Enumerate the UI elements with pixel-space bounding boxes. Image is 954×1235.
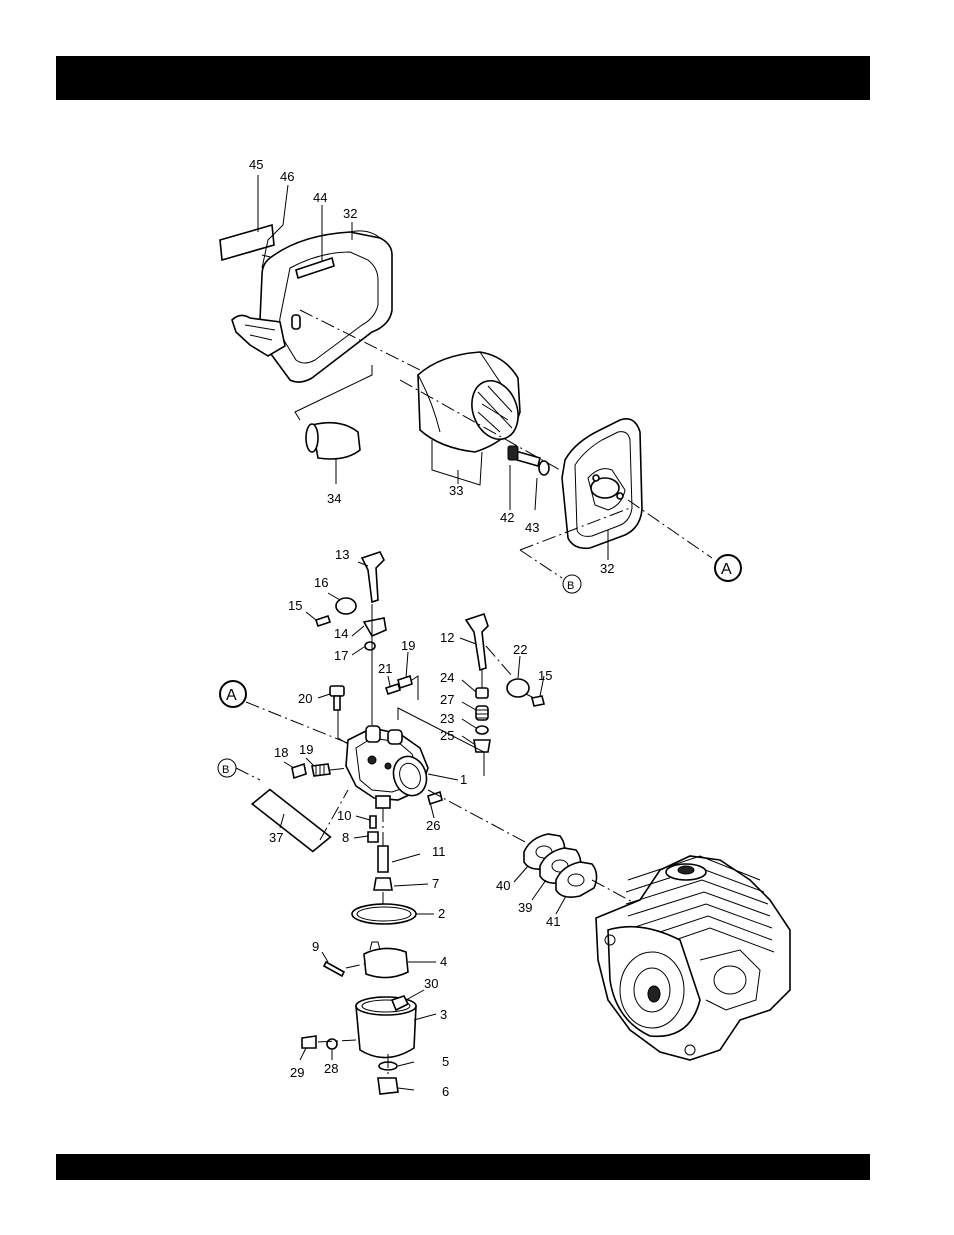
washer-23 bbox=[476, 726, 488, 734]
callout-46: 46 bbox=[280, 169, 294, 184]
callout-6: 6 bbox=[442, 1084, 449, 1099]
callout-24: 24 bbox=[440, 670, 454, 685]
callout-28: 28 bbox=[324, 1061, 338, 1076]
ref-label-a-top: A bbox=[721, 561, 732, 578]
callout-15-left: 15 bbox=[288, 598, 302, 613]
callout-13: 13 bbox=[335, 547, 349, 562]
callout-5: 5 bbox=[442, 1054, 449, 1069]
callout-20: 20 bbox=[298, 691, 312, 706]
choke-plate-16 bbox=[336, 598, 356, 614]
callout-45: 45 bbox=[249, 157, 263, 172]
callout-2: 2 bbox=[438, 906, 445, 921]
callout-11: 11 bbox=[432, 844, 446, 859]
callout-4: 4 bbox=[440, 954, 447, 969]
callout-41: 41 bbox=[546, 914, 560, 929]
part-25 bbox=[474, 740, 490, 752]
callout-42: 42 bbox=[500, 510, 514, 525]
drain-bolt-29 bbox=[302, 1036, 316, 1048]
callout-33: 33 bbox=[449, 483, 463, 498]
callout-23: 23 bbox=[440, 711, 454, 726]
callout-25: 25 bbox=[440, 728, 454, 743]
callout-21: 21 bbox=[378, 661, 392, 676]
screw-20 bbox=[330, 686, 344, 696]
callout-22: 22 bbox=[513, 642, 527, 657]
washer-43 bbox=[539, 461, 549, 475]
callout-44: 44 bbox=[313, 190, 327, 205]
choke-lever-13 bbox=[362, 552, 384, 602]
nozzle-11 bbox=[378, 846, 388, 872]
bolt-6 bbox=[378, 1078, 398, 1094]
callout-30: 30 bbox=[424, 976, 438, 991]
callout-8: 8 bbox=[342, 830, 349, 845]
air-cleaner-assembly bbox=[220, 175, 712, 578]
choke-shaft-seal-14 bbox=[364, 618, 386, 636]
callout-37: 37 bbox=[269, 830, 283, 845]
callout-40: 40 bbox=[496, 878, 510, 893]
callout-19-left: 19 bbox=[299, 742, 313, 757]
callout-32-cover: 32 bbox=[343, 206, 357, 221]
callout-3: 3 bbox=[440, 1007, 447, 1022]
ref-label-a-left: A bbox=[226, 687, 237, 704]
latch-clip bbox=[232, 315, 285, 356]
gasket-28 bbox=[327, 1039, 337, 1049]
callout-10: 10 bbox=[337, 808, 351, 823]
callout-18: 18 bbox=[274, 745, 288, 760]
callout-17: 17 bbox=[334, 648, 348, 663]
screw-18 bbox=[292, 764, 306, 778]
callout-29: 29 bbox=[290, 1065, 304, 1080]
float-4 bbox=[364, 948, 408, 977]
callout-43: 43 bbox=[525, 520, 539, 535]
callout-34: 34 bbox=[327, 491, 341, 506]
callout-15-right: 15 bbox=[538, 668, 552, 683]
screw-19-top bbox=[398, 676, 412, 688]
callout-14: 14 bbox=[334, 626, 348, 641]
callout-39: 39 bbox=[518, 900, 532, 915]
callout-32-base: 32 bbox=[600, 561, 614, 576]
callout-7: 7 bbox=[432, 876, 439, 891]
ref-label-b-left: B bbox=[222, 764, 229, 776]
part-24 bbox=[476, 688, 488, 698]
engine-block bbox=[596, 856, 790, 1060]
screw-19-left bbox=[312, 764, 330, 776]
callout-1: 1 bbox=[460, 772, 467, 787]
callout-26: 26 bbox=[426, 818, 440, 833]
callout-12: 12 bbox=[440, 630, 454, 645]
fuel-hose-37 bbox=[250, 775, 333, 866]
screw-21 bbox=[386, 684, 400, 694]
callout-16: 16 bbox=[314, 575, 328, 590]
callout-9: 9 bbox=[312, 939, 319, 954]
label-plate-45 bbox=[220, 225, 274, 260]
jet-10 bbox=[370, 816, 376, 828]
callout-27: 27 bbox=[440, 692, 454, 707]
jet-8 bbox=[368, 832, 378, 842]
pre-cleaner-34 bbox=[312, 423, 360, 459]
float-pin-9 bbox=[324, 962, 344, 976]
ref-label-b-top: B bbox=[567, 580, 574, 592]
callout-19-top: 19 bbox=[401, 638, 415, 653]
carburetor-assembly bbox=[236, 552, 544, 1094]
throttle-plate-22 bbox=[507, 679, 529, 697]
jet-7 bbox=[374, 878, 392, 890]
